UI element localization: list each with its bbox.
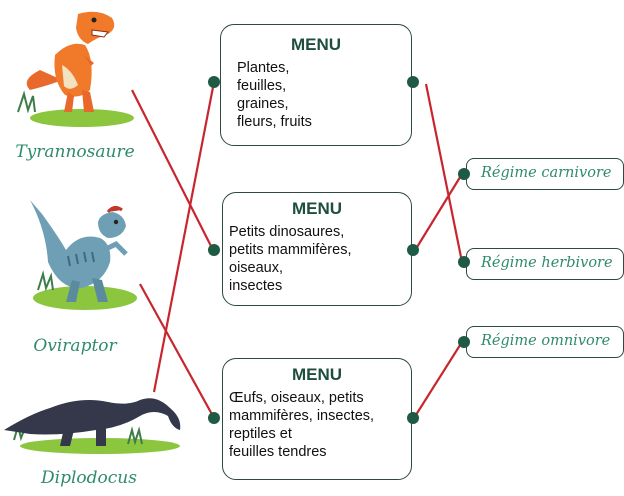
- menu-text: Œufs, oiseaux, petits mammifères, insect…: [229, 389, 374, 461]
- diet-herbivore-connector: [458, 256, 470, 268]
- menu-title: MENU: [223, 199, 411, 219]
- tyrannosaurus-illustration: [18, 12, 134, 127]
- menu-1-right-connector: [407, 76, 419, 88]
- menu-box-1: MENU Plantes, feuilles, graines, fleurs,…: [220, 24, 412, 146]
- dinosaur-name-tyrannosaurus: Tyrannosaure: [10, 142, 140, 162]
- oviraptor-illustration: [30, 200, 137, 310]
- diet-tag-omnivore: Régime omnivore: [466, 326, 624, 358]
- diet-label: Régime herbivore: [481, 255, 613, 271]
- menu-3-left-connector: [208, 412, 220, 424]
- diet-tag-herbivore: Régime herbivore: [466, 248, 624, 280]
- menu-3-right-connector: [407, 412, 419, 424]
- menu-text: Petits dinosaures, petits mammifères, oi…: [229, 223, 351, 295]
- menu-text: Plantes, feuilles, graines, fleurs, frui…: [237, 59, 312, 131]
- connection-line: [154, 82, 214, 392]
- dinosaur-name-diplodocus: Diplodocus: [34, 468, 144, 488]
- diet-label: Régime carnivore: [481, 165, 611, 181]
- diet-tag-carnivore: Régime carnivore: [466, 158, 624, 190]
- menu-title: MENU: [221, 35, 411, 55]
- diet-carnivore-connector: [458, 168, 470, 180]
- diplodocus-illustration: [4, 398, 180, 454]
- menu-2-right-connector: [407, 244, 419, 256]
- connection-line: [132, 90, 214, 252]
- menu-box-3: MENU Œufs, oiseaux, petits mammifères, i…: [222, 358, 412, 480]
- dinosaur-name-oviraptor: Oviraptor: [20, 336, 130, 356]
- menu-title: MENU: [223, 365, 411, 385]
- connection-line: [414, 174, 462, 252]
- connection-line: [414, 342, 462, 418]
- menu-box-2: MENU Petits dinosaures, petits mammifère…: [222, 192, 412, 306]
- menu-2-left-connector: [208, 244, 220, 256]
- connection-line: [426, 84, 462, 262]
- menu-1-left-connector: [208, 76, 220, 88]
- diet-label: Régime omnivore: [481, 333, 610, 349]
- diet-omnivore-connector: [458, 336, 470, 348]
- connection-line: [140, 284, 214, 418]
